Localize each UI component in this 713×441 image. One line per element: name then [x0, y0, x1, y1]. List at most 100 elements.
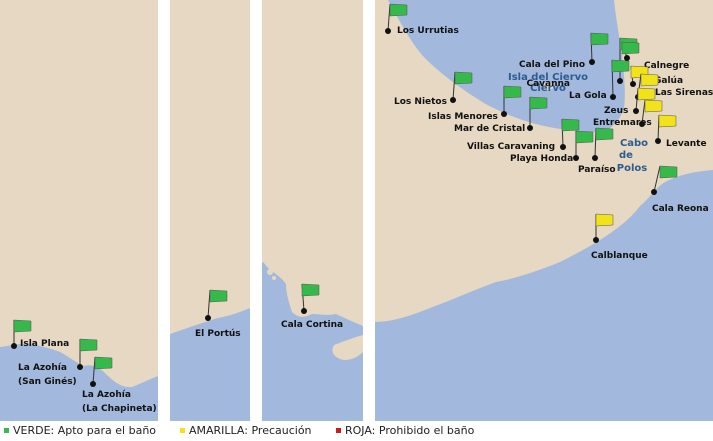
beach-marker[interactable]: Galúa: [630, 65, 683, 87]
beach-point: [624, 55, 630, 61]
green-flag-icon: [561, 118, 580, 132]
beach-layer: Isla Plana La Azohía (San Ginés) La Azohía(…: [11, 3, 713, 414]
green-flag-icon: [611, 59, 630, 73]
beach-marker[interactable]: Villas Caravaning: [467, 118, 580, 152]
beach-label: La Azohía: [18, 363, 67, 373]
beach-point: [655, 138, 661, 144]
beach-label: La Azohía: [82, 390, 131, 400]
beach-marker[interactable]: Entremares: [593, 99, 663, 128]
green-flag-icon: [503, 85, 522, 99]
beach-marker[interactable]: Playa Honda: [510, 130, 594, 164]
beach-marker[interactable]: Calnegre: [621, 41, 689, 71]
beach-label: Isla Plana: [20, 339, 69, 349]
flag-pole: [207, 289, 211, 319]
yellow-flag-icon: [595, 213, 614, 227]
beach-label: (San Ginés): [18, 376, 77, 387]
beach-marker[interactable]: Cala Cortina: [281, 283, 343, 330]
beach-marker[interactable]: Levante: [655, 114, 707, 149]
beach-marker[interactable]: Mar de Cristal: [454, 96, 548, 134]
divider-2: [250, 0, 262, 421]
beach-marker[interactable]: Paraíso: [578, 127, 616, 175]
beach-point: [633, 108, 639, 114]
beach-marker[interactable]: El Portús: [195, 289, 241, 339]
beach-marker[interactable]: La Azohía(La Chapineta): [82, 356, 157, 414]
beach-point: [573, 155, 579, 161]
beach-label: Cala Cortina: [281, 320, 343, 330]
beach-point: [593, 237, 599, 243]
beach-marker[interactable]: Calblanque: [591, 213, 648, 261]
beach-point: [90, 381, 96, 387]
beach-point: [651, 189, 657, 195]
beach-point: [527, 125, 533, 131]
beach-label: Playa Honda: [510, 154, 573, 164]
divider-1: [158, 0, 170, 421]
flag-pole: [635, 87, 639, 112]
beach-label: Cala Reona: [652, 204, 709, 214]
beach-label: Levante: [666, 139, 707, 149]
green-flag-icon: [454, 71, 473, 85]
yellow-flag-icon: [658, 114, 677, 128]
beach-point: [11, 343, 17, 349]
beach-marker[interactable]: La Azohía (San Ginés): [18, 338, 98, 387]
yellow-flag-icon: [644, 99, 663, 113]
beach-label: Cala del Pino: [519, 60, 585, 70]
yellow-flag-icon: [640, 73, 659, 87]
beach-label: Cavanna: [526, 79, 570, 89]
beach-point: [617, 78, 623, 84]
green-flag-icon: [94, 356, 113, 370]
beach-flag-map: Isla del Ciervo Ciervo Cabo de Polos Isl…: [0, 0, 713, 421]
beach-label: Calblanque: [591, 251, 648, 261]
map-panel-3: [262, 0, 363, 421]
beach-marker[interactable]: Cala del Pino: [519, 32, 609, 70]
beach-marker[interactable]: Isla Plana: [11, 319, 69, 349]
flag-pole: [387, 3, 391, 32]
beach-label: Galúa: [654, 76, 683, 86]
beach-label: Islas Menores: [428, 112, 498, 122]
beach-point: [385, 28, 391, 34]
place-label: Isla del Ciervo: [508, 72, 588, 83]
yellow-flag-icon: [637, 87, 656, 101]
flag-pole: [92, 356, 96, 385]
red-square-icon: [336, 427, 341, 433]
beach-point: [501, 111, 507, 117]
beach-marker[interactable]: Los Urrutias: [385, 3, 459, 36]
legend-label: AMARILLA: Precaución: [189, 424, 312, 437]
green-flag-icon: [301, 283, 320, 297]
beach-marker[interactable]: Islas Menores: [428, 85, 522, 122]
beach-label: Calnegre: [644, 61, 689, 71]
yellow-square-icon: [180, 427, 185, 433]
beach-point: [592, 155, 598, 161]
legend-item-yellow: AMARILLA: Precaución: [180, 424, 312, 437]
beach-marker[interactable]: Zeus: [604, 87, 656, 116]
green-flag-icon: [79, 338, 98, 352]
beach-marker[interactable]: Cala Reona: [651, 165, 709, 214]
green-flag-icon: [209, 289, 228, 303]
place-label: Cabo: [620, 138, 648, 149]
green-flag-icon: [659, 165, 678, 179]
beach-label: Paraíso: [578, 165, 616, 175]
beach-point: [450, 97, 456, 103]
green-flag-icon: [389, 3, 408, 17]
green-flag-icon: [621, 41, 640, 55]
beach-label: Entremares: [593, 118, 652, 128]
beach-point: [77, 364, 83, 370]
legend-item-red: ROJA: Prohibido el baño: [336, 424, 474, 437]
beach-point: [630, 81, 636, 87]
beach-label: Zeus: [604, 106, 628, 116]
green-flag-icon: [575, 130, 594, 144]
beach-point: [205, 315, 211, 321]
beach-marker[interactable]: Los Nietos: [394, 71, 473, 107]
beach-point: [610, 94, 616, 100]
place-label: Ciervo: [530, 83, 566, 94]
map-panel-2: [170, 0, 250, 421]
beach-label: Los Urrutias: [397, 26, 459, 36]
flag-pole: [452, 71, 456, 101]
beach-point: [639, 121, 645, 127]
legend-item-green: VERDE: Apto para el baño: [4, 424, 156, 437]
beach-marker[interactable]: La Gola: [569, 59, 630, 101]
beach-label: Villas Caravaning: [467, 142, 555, 152]
beach-label: Los Nietos: [394, 97, 447, 107]
flag-pole: [641, 99, 646, 125]
legend-label: ROJA: Prohibido el baño: [345, 424, 475, 437]
beach-point: [560, 144, 566, 150]
